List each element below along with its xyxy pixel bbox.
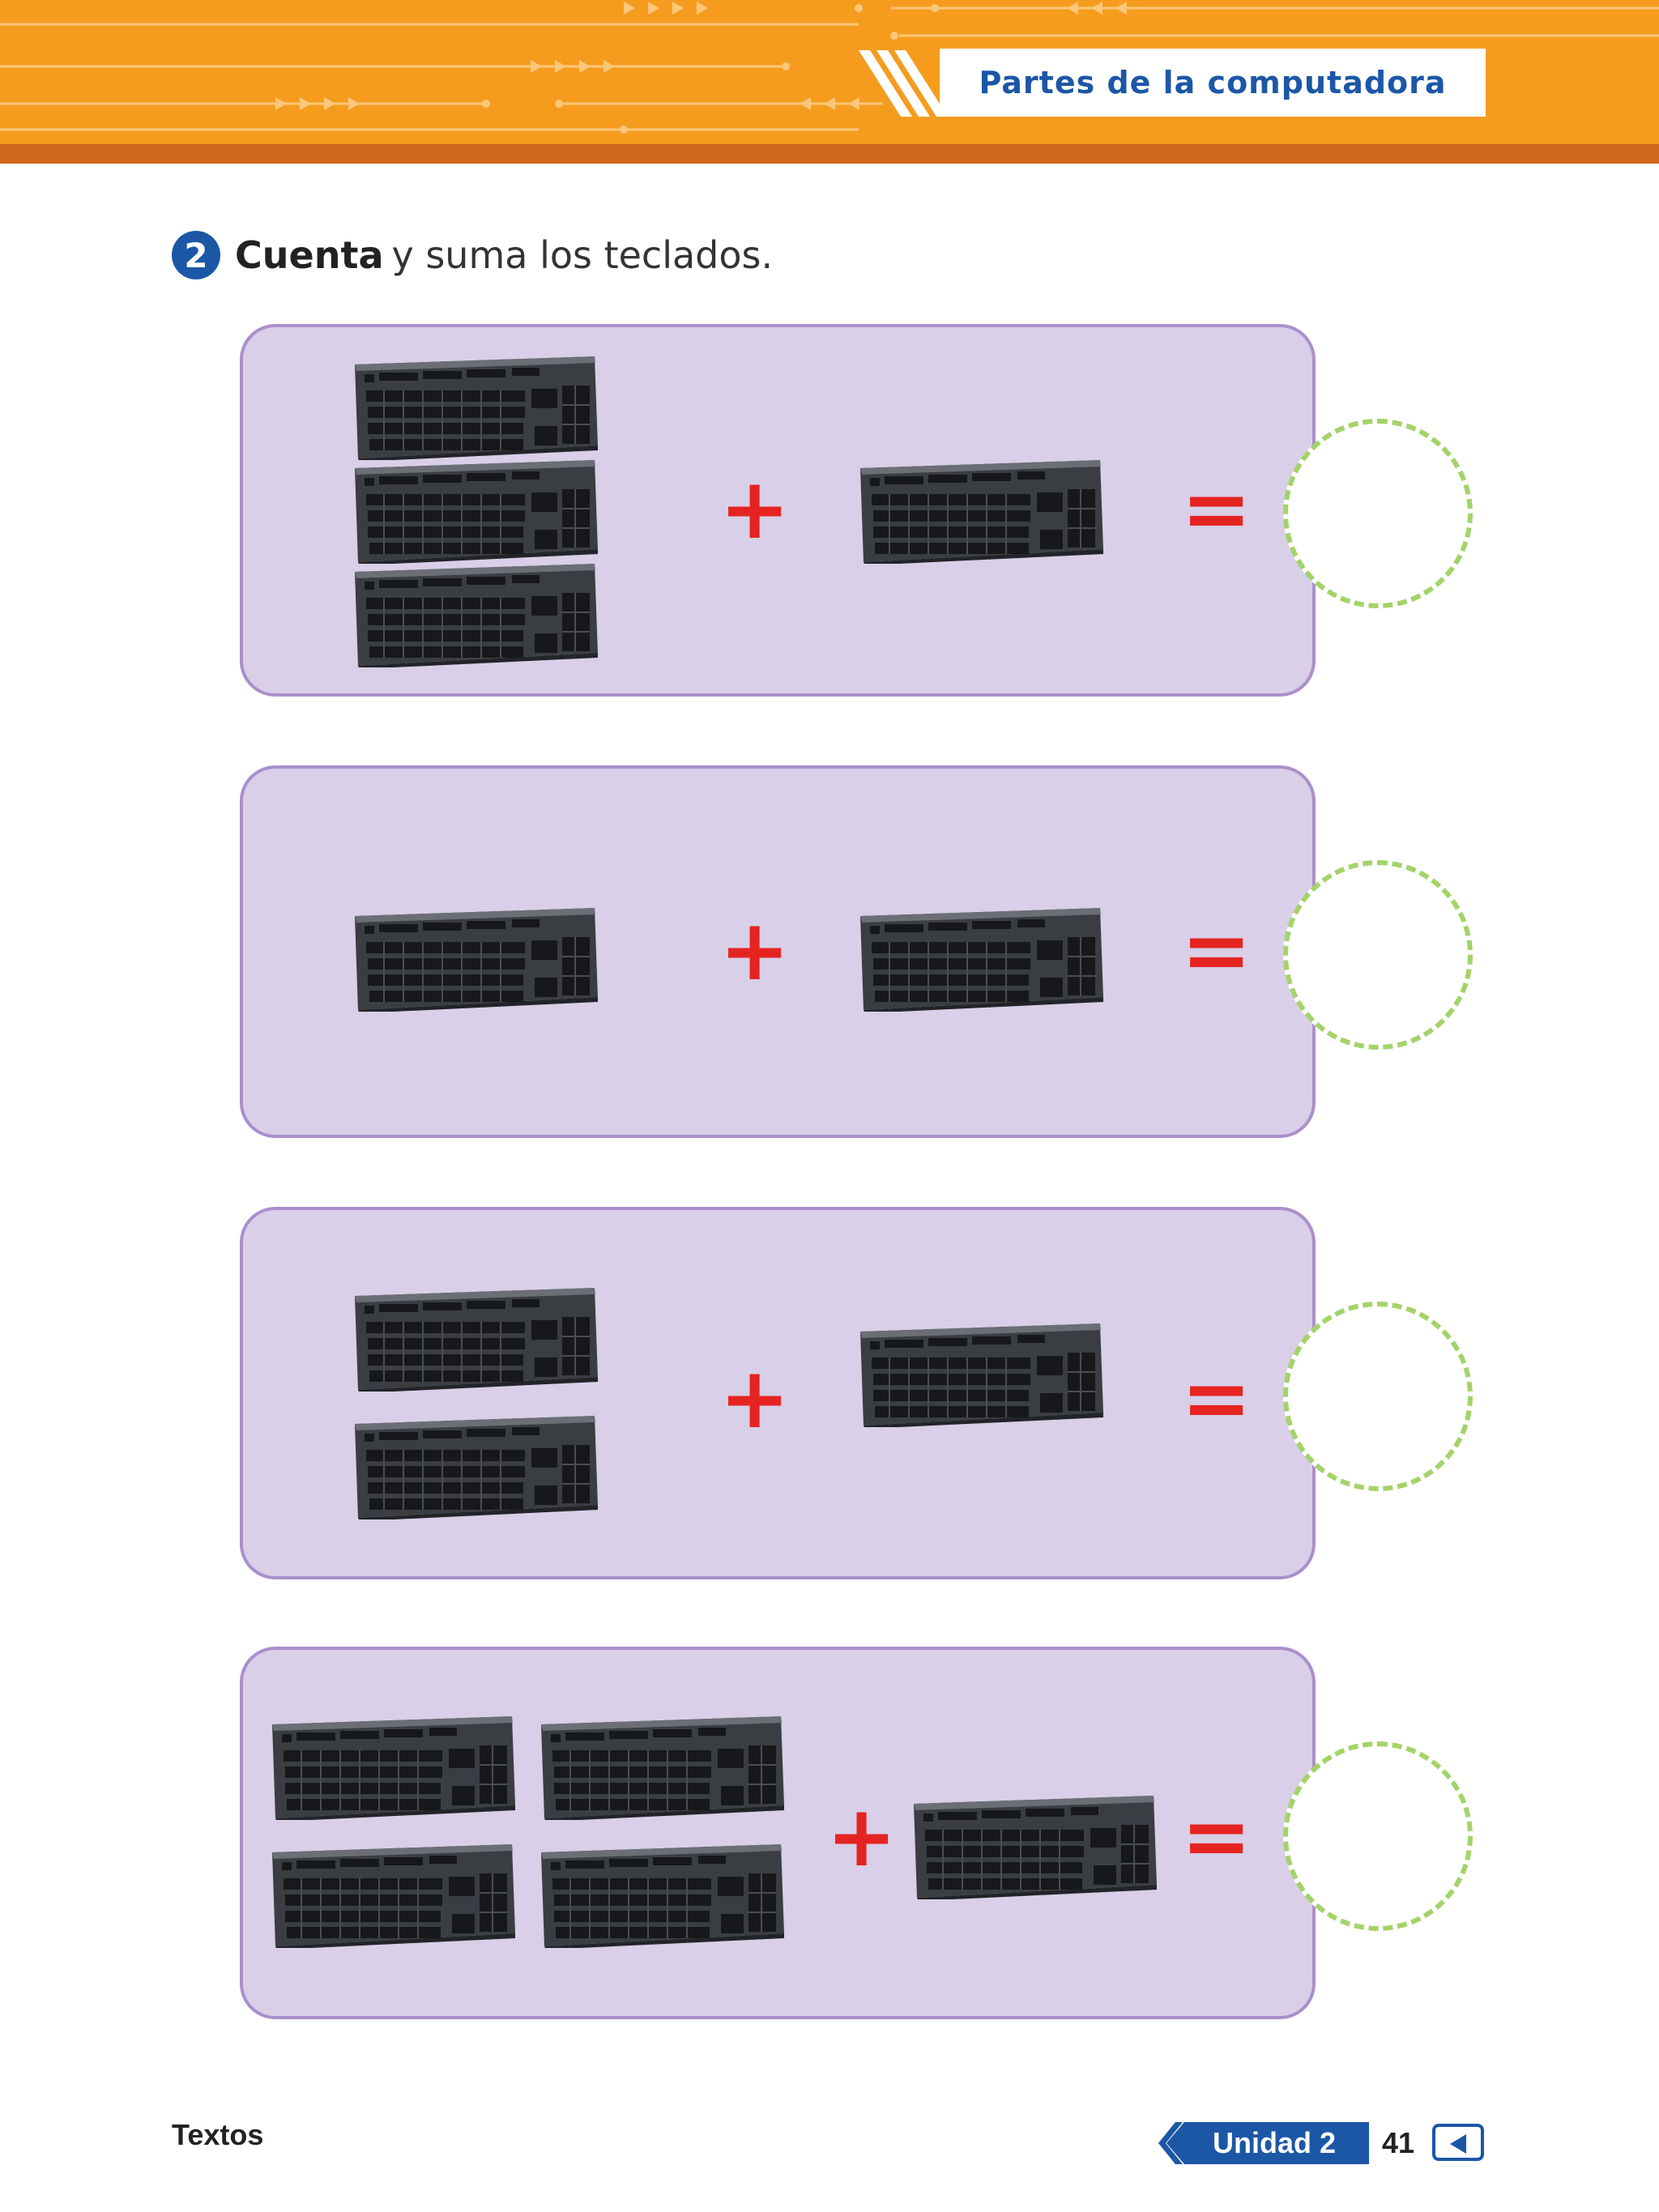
equals-sign: = xyxy=(1181,459,1252,558)
keyboard-icon xyxy=(352,1414,599,1519)
exercise-instruction: 2 Cuenta y suma los teclados. xyxy=(172,231,773,279)
keyboard-icon xyxy=(857,1322,1105,1427)
keyboard-icon xyxy=(857,458,1105,564)
keyboard-icon xyxy=(538,1715,786,1820)
keyboard-icon xyxy=(352,906,599,1012)
problem-panel-2: + = xyxy=(240,765,1316,1138)
answer-circle-4[interactable] xyxy=(1283,1741,1473,1931)
back-button[interactable] xyxy=(1432,2124,1484,2161)
keyboard-icon xyxy=(352,562,599,667)
keyboard-icon xyxy=(352,1286,599,1392)
page-title: Partes de la computadora xyxy=(979,65,1447,100)
keyboard-icon xyxy=(269,1715,517,1820)
footer-section-label: Textos xyxy=(172,2118,264,2151)
page-title-box: Partes de la computadora xyxy=(940,49,1486,117)
keyboard-icon xyxy=(269,1843,517,1948)
header-band: Partes de la computadora xyxy=(0,0,1659,164)
unit-tab: Unidad 2 xyxy=(1158,2122,1369,2164)
problem-panel-1: + = xyxy=(240,324,1316,697)
equals-sign: = xyxy=(1181,901,1252,999)
plus-sign: + xyxy=(719,901,791,999)
plus-sign: + xyxy=(719,1349,791,1447)
keyboard-icon xyxy=(538,1843,786,1948)
keyboard-icon xyxy=(857,906,1105,1012)
equals-sign: = xyxy=(1181,1787,1252,1886)
exercise-number-badge: 2 xyxy=(172,231,220,279)
answer-circle-2[interactable] xyxy=(1283,860,1473,1050)
answer-circle-1[interactable] xyxy=(1283,419,1473,608)
back-arrow-icon xyxy=(1450,2134,1466,2154)
equals-sign: = xyxy=(1181,1349,1252,1447)
problem-panel-3: + = xyxy=(240,1207,1316,1579)
problem-panel-4: + = xyxy=(240,1647,1316,2019)
plus-sign: + xyxy=(719,459,791,558)
header-bottom-strip xyxy=(0,144,1659,164)
answer-circle-3[interactable] xyxy=(1283,1302,1473,1491)
plus-sign: + xyxy=(826,1787,898,1886)
header-circuit-decoration xyxy=(0,2,1659,134)
instruction-verb: Cuenta xyxy=(235,233,384,277)
keyboard-icon xyxy=(911,1794,1158,1899)
keyboard-icon xyxy=(352,458,599,564)
keyboard-icon xyxy=(352,355,599,460)
unit-label: Unidad 2 xyxy=(1212,2126,1336,2159)
page-number: 41 xyxy=(1382,2126,1415,2159)
instruction-text: y suma los teclados. xyxy=(391,233,774,277)
